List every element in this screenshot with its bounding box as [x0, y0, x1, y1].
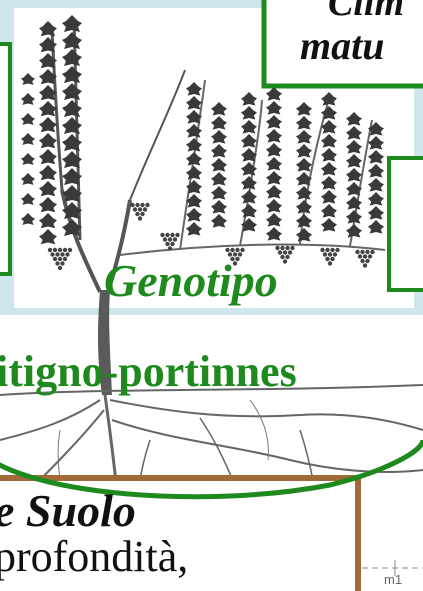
grape	[65, 252, 69, 256]
grape	[333, 252, 337, 256]
grape	[285, 246, 289, 250]
grape	[330, 248, 334, 252]
grape	[68, 248, 72, 252]
grape	[325, 248, 329, 252]
grape	[368, 254, 372, 258]
grape	[360, 259, 364, 263]
grape	[370, 250, 374, 254]
left-box	[0, 44, 10, 274]
grape	[60, 261, 64, 265]
grape	[138, 216, 142, 220]
genotipo-label: Genotipo	[104, 258, 278, 304]
grape	[135, 203, 139, 207]
grape	[328, 261, 332, 265]
vitigno-portinnesto-label: itigno-portinnes	[0, 350, 297, 394]
grape	[63, 248, 67, 252]
grape	[63, 257, 67, 261]
grape	[363, 263, 367, 267]
grape	[53, 257, 57, 261]
grape	[58, 266, 62, 270]
grape	[225, 248, 229, 252]
grape	[355, 250, 359, 254]
grape	[365, 250, 369, 254]
suolo-title: e Suolo	[0, 488, 136, 534]
grape	[135, 212, 139, 216]
grape	[325, 257, 329, 261]
grape	[283, 250, 287, 254]
grape	[275, 246, 279, 250]
grape	[358, 254, 362, 258]
grape	[170, 233, 174, 237]
grape	[240, 248, 244, 252]
root-left-1	[0, 400, 100, 440]
grape	[328, 252, 332, 256]
grape	[48, 248, 52, 252]
root-right-2	[112, 420, 423, 472]
grape	[290, 246, 294, 250]
grape	[165, 242, 169, 246]
grape	[168, 246, 172, 250]
grape	[335, 248, 339, 252]
grape	[320, 248, 324, 252]
grape	[53, 248, 57, 252]
grape	[173, 237, 177, 241]
grape	[363, 254, 367, 258]
grape	[60, 252, 64, 256]
grape	[285, 255, 289, 259]
grape	[140, 212, 144, 216]
grape	[143, 207, 147, 211]
grape	[58, 248, 62, 252]
grape	[55, 261, 59, 265]
grape	[160, 233, 164, 237]
grape	[138, 207, 142, 211]
grape	[235, 248, 239, 252]
grape	[163, 237, 167, 241]
grape	[130, 203, 134, 207]
grape	[230, 248, 234, 252]
grape	[365, 259, 369, 263]
clima-label: Clim	[328, 0, 404, 22]
profondita-label: profondità,	[0, 535, 188, 579]
grape	[58, 257, 62, 261]
grape	[165, 233, 169, 237]
grape	[170, 242, 174, 246]
depth-mark-label: m1	[384, 573, 402, 586]
grape	[283, 259, 287, 263]
grape	[175, 233, 179, 237]
grape	[55, 252, 59, 256]
right-box	[389, 158, 423, 290]
grape	[168, 237, 172, 241]
grape	[288, 250, 292, 254]
grape	[145, 203, 149, 207]
grape	[360, 250, 364, 254]
maturazione-label: matu	[300, 26, 384, 66]
grape	[140, 203, 144, 207]
grape	[280, 246, 284, 250]
grape	[330, 257, 334, 261]
grape	[280, 255, 284, 259]
grape	[323, 252, 327, 256]
grape	[50, 252, 54, 256]
grape	[133, 207, 137, 211]
grape	[278, 250, 282, 254]
root-right-1	[110, 400, 423, 430]
